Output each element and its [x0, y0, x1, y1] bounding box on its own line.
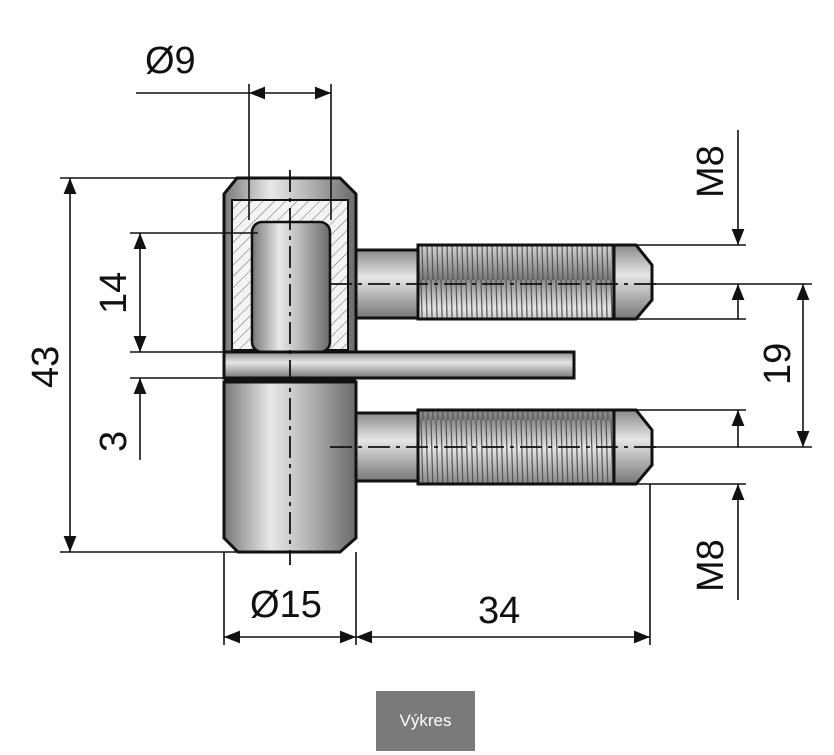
thread-top-label: M8 [690, 145, 732, 198]
gap-label: 3 [93, 431, 135, 452]
upper-length-label: 14 [93, 272, 135, 314]
drawing-tab-button[interactable]: Výkres [376, 691, 475, 751]
overall-height-label: 43 [25, 346, 67, 388]
centerlines [289, 170, 660, 565]
thread-spacing-label: 19 [757, 343, 799, 385]
projection-label: 34 [478, 590, 520, 632]
body-diameter-label: Ø15 [250, 584, 322, 626]
technical-drawing: Ø9 Ø15 34 43 14 3 19 M8 M8 [25, 40, 812, 645]
dimension-lines [60, 84, 812, 645]
hinge-part [222, 176, 654, 554]
pin-diameter-label: Ø9 [145, 40, 196, 82]
thread-bottom-label: M8 [690, 539, 732, 592]
